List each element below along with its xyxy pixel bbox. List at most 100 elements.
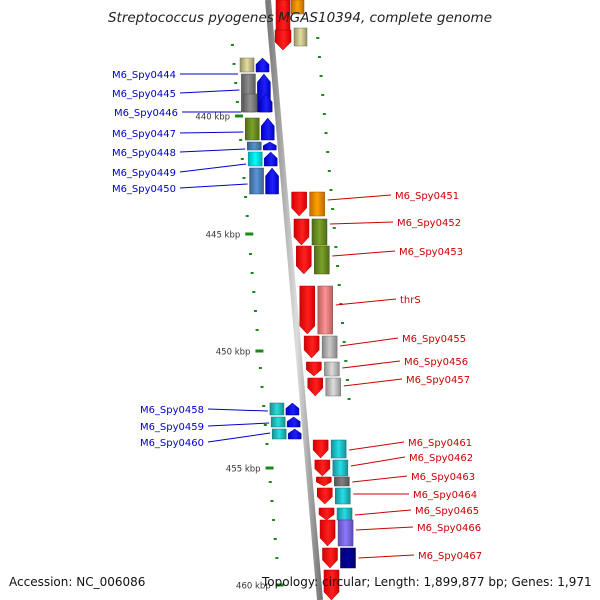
scale-tick — [332, 227, 336, 229]
plus-gene-arrow — [306, 361, 322, 377]
gene-color-box — [324, 361, 340, 377]
gene-color-box — [249, 167, 264, 195]
leader-line — [207, 432, 271, 443]
scale-tick — [268, 481, 272, 483]
gene-color-box — [335, 487, 351, 505]
scale-label: 445 kbp — [206, 231, 241, 241]
leader-line — [349, 441, 405, 451]
gene-color-box — [309, 191, 325, 217]
leader-line — [327, 194, 392, 201]
scale-tick — [337, 284, 341, 286]
leader-line — [207, 422, 270, 427]
plus-gene-arrow — [296, 245, 312, 275]
leader-line — [343, 378, 403, 387]
gene-color-box — [317, 285, 334, 335]
scale-label: 440 kbp — [195, 113, 230, 123]
scale-major-tick — [245, 232, 254, 236]
plus-gene-arrow — [312, 439, 329, 459]
plus-gene-label: M6_Spy0463 — [411, 472, 475, 483]
gene-color-box — [314, 245, 330, 275]
gene-color-box — [244, 117, 260, 141]
minus-gene-label: M6_Spy0444 — [112, 70, 176, 81]
scale-tick — [265, 443, 269, 445]
gene-color-box — [269, 402, 285, 416]
scale-tick — [234, 82, 238, 84]
scale-tick — [321, 94, 325, 96]
gene-color-box — [239, 57, 255, 73]
minus-gene-arrow — [260, 117, 275, 141]
scale-tick — [347, 398, 351, 400]
minus-gene-label: M6_Spy0450 — [112, 184, 176, 195]
gene-color-box — [340, 547, 356, 569]
leader-line — [356, 526, 414, 531]
gene-color-box — [337, 519, 354, 547]
plus-gene-arrow — [318, 507, 335, 521]
scale-major-tick — [265, 466, 274, 470]
scale-tick — [275, 557, 279, 559]
minus-gene-arrow — [287, 428, 302, 440]
scale-tick — [240, 158, 244, 160]
leader-line — [358, 554, 415, 559]
plus-gene-arrow — [303, 335, 320, 359]
leader-line — [342, 360, 401, 369]
gene-color-box — [332, 459, 349, 477]
plus-gene-arrow — [323, 569, 340, 600]
map-title: Streptococcus pyogenes MGAS10394, comple… — [107, 10, 493, 26]
scale-tick — [235, 101, 239, 103]
scale-tick — [260, 386, 264, 388]
genome-backbone — [265, 0, 323, 600]
leader-line — [179, 148, 246, 153]
minus-gene-arrow — [285, 402, 300, 416]
gene-color-box — [290, 0, 305, 15]
plus-gene-arrow — [307, 377, 324, 397]
plus-gene-arrow — [299, 285, 316, 335]
scale-tick — [270, 500, 274, 502]
leader-line — [352, 475, 408, 483]
genome-summary-text: Topology: circular; Length: 1,899,877 bp… — [262, 575, 592, 589]
gene-color-box — [270, 416, 286, 428]
scale-tick — [263, 424, 267, 426]
leader-line — [179, 163, 247, 173]
accession-text: Accession: NC_006086 — [9, 575, 146, 589]
plus-gene-arrow — [316, 476, 332, 487]
plus-gene-label: M6_Spy0462 — [409, 453, 473, 464]
scale-tick — [317, 56, 321, 58]
plus-gene-arrow — [274, 29, 292, 51]
scale-tick — [326, 151, 330, 153]
scale-tick — [272, 519, 276, 521]
plus-gene-label: M6_Spy0464 — [413, 490, 477, 501]
plus-gene-arrow — [314, 459, 331, 477]
plus-gene-arrow — [291, 191, 307, 217]
scale-tick — [345, 379, 349, 381]
scale-tick — [334, 246, 338, 248]
leader-line — [335, 298, 397, 306]
gene-color-box — [330, 439, 347, 459]
minus-gene-label: M6_Spy0448 — [112, 148, 176, 159]
plus-gene-label: M6_Spy0456 — [404, 357, 468, 368]
plus-gene-label: thrS — [400, 295, 421, 306]
scale-tick — [336, 265, 340, 267]
scale-tick — [249, 253, 253, 255]
scale-tick — [232, 63, 236, 65]
gene-color-box — [247, 151, 263, 167]
gene-color-box — [311, 218, 328, 246]
minus-gene-arrow — [258, 93, 273, 113]
minus-gene-label: M6_Spy0446 — [114, 108, 178, 119]
scale-tick — [253, 310, 257, 312]
minus-gene-arrow — [263, 151, 278, 167]
plus-gene-label: M6_Spy0457 — [406, 375, 470, 386]
plus-gene-arrow — [317, 487, 333, 505]
leader-line — [332, 250, 396, 257]
scale-tick — [230, 44, 234, 46]
scale-label: 455 kbp — [226, 465, 261, 475]
gene-color-box — [325, 377, 342, 397]
minus-gene-label: M6_Spy0459 — [140, 422, 204, 433]
scale-tick — [245, 215, 249, 217]
scale-tick — [273, 538, 277, 540]
scale-tick — [316, 37, 320, 39]
leader-line — [207, 408, 268, 412]
plus-gene-label: M6_Spy0461 — [408, 438, 472, 449]
scale-tick — [340, 322, 344, 324]
gene-color-box — [242, 93, 258, 113]
